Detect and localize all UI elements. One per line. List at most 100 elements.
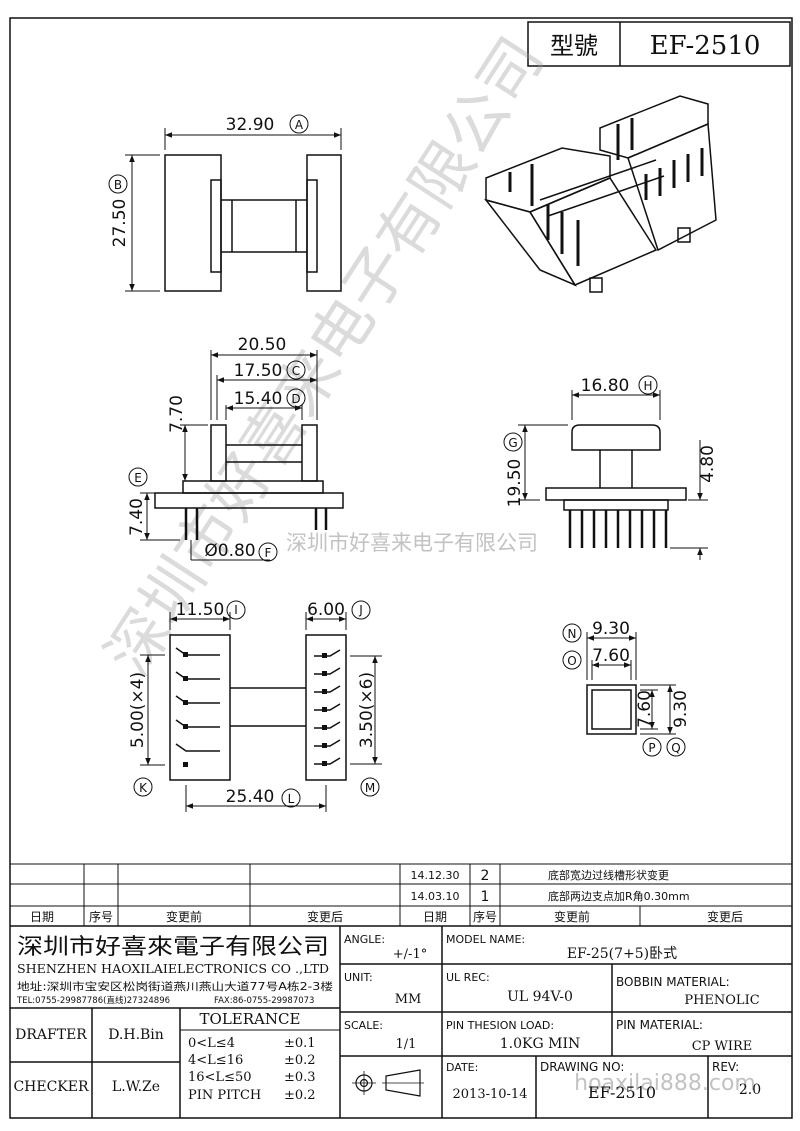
dim-side-pin: 4.80 — [698, 445, 718, 483]
tag-l: L — [288, 792, 295, 806]
unit-label: UNIT: — [344, 971, 373, 984]
revision-header-no-right: 序号 — [473, 909, 497, 924]
pin-material-value: CP WIRE — [692, 1039, 753, 1054]
dim-section-v-outer: 9.30 — [671, 690, 691, 728]
tag-a: A — [295, 118, 304, 132]
rev-value: 2.0 — [739, 1082, 761, 1098]
company-name-en: SHENZHEN HAOXILAIELECTRONICS CO .,LTD — [17, 961, 329, 976]
tag-b: B — [114, 178, 122, 192]
dim-section-outer: 9.30 — [592, 619, 630, 639]
company-fax: FAX:86-0755-29987073 — [214, 996, 314, 1006]
scale-value: 1/1 — [396, 1037, 417, 1052]
dim-bottom-span: 25.40 — [226, 787, 275, 807]
model-name-value: EF-25(7+5)卧式 — [567, 946, 677, 962]
dim-top-width: 32.90 — [226, 115, 275, 135]
revision-1-desc: 底部两边支点加R角0.30mm — [548, 889, 690, 903]
checker-value: L.W.Ze — [112, 1079, 160, 1095]
dim-front-17-50: 17.50 — [234, 361, 283, 381]
company-address: 地址:深圳市宝安区松岗街道燕川燕山大道77号A栋2-3楼 — [17, 980, 334, 993]
dim-section-v-inner: 7.60 — [635, 690, 655, 728]
sheet-frame — [9, 17, 793, 1119]
model-value: EF-2510 — [650, 31, 761, 61]
model-header: 型號 EF-2510 — [527, 21, 791, 67]
isometric-view — [484, 95, 717, 293]
drawing-no-label: DRAWING NO: — [540, 1060, 624, 1074]
angle-value: +/-1° — [393, 947, 427, 962]
pin-material-label: PIN MATERIAL: — [616, 1018, 703, 1032]
revision-header-after-right: 变更后 — [707, 909, 743, 924]
dim-bottom-pitch-right: 3.50(×6) — [357, 672, 377, 748]
revision-2-date: 14.12.30 — [411, 869, 460, 882]
dim-section-inner: 7.60 — [592, 646, 630, 666]
projection-symbol-icon — [352, 1069, 424, 1097]
tag-f: F — [265, 546, 272, 560]
tag-c: C — [292, 364, 300, 378]
company-tel: TEL:0755-29987786(直线)27324896 — [16, 995, 170, 1006]
revision-header-after-left: 变更后 — [307, 909, 343, 924]
pin-load-label: PIN THESION LOAD: — [446, 1019, 554, 1032]
dim-bottom-left: 11.50 — [176, 600, 225, 620]
drawing-no-value: EF-2510 — [588, 1083, 656, 1102]
tolerance-value-3: ±0.3 — [284, 1070, 316, 1085]
title-block — [10, 926, 792, 1118]
revision-header-before-right: 变更前 — [554, 909, 590, 924]
tag-n: N — [568, 627, 577, 641]
tolerance-value-4: ±0.2 — [284, 1088, 316, 1103]
watermark-center: 深圳市好喜来电子有限公司 — [286, 531, 538, 555]
top-view — [108, 114, 342, 292]
revision-2-no: 2 — [481, 868, 490, 884]
revision-1-no: 1 — [481, 889, 490, 905]
revision-header-before-left: 变更前 — [166, 909, 202, 924]
angle-label: ANGLE: — [344, 933, 385, 946]
dim-front-7-70: 7.70 — [167, 395, 187, 433]
section-view — [562, 623, 686, 757]
revision-header-date-right: 日期 — [423, 910, 447, 924]
tag-j: J — [358, 603, 363, 617]
tolerance-range-2: 4<L≤16 — [188, 1053, 243, 1068]
tag-m: M — [365, 781, 375, 795]
model-label: 型號 — [550, 32, 598, 60]
model-name-label: MODEL NAME: — [446, 933, 525, 946]
drafter-label: DRAFTER — [15, 1027, 87, 1043]
front-view — [128, 350, 344, 562]
tag-d: D — [291, 392, 300, 406]
dim-front-20-50: 20.50 — [238, 335, 287, 355]
pin-load-value: 1.0KG MIN — [500, 1036, 580, 1052]
tag-i: I — [234, 603, 238, 617]
revision-table — [10, 863, 792, 927]
tolerance-value-1: ±0.1 — [284, 1036, 316, 1051]
tolerance-range-4: PIN PITCH — [188, 1088, 261, 1103]
watermark-diagonal: 深圳市好喜来电子有限公司 — [91, 24, 557, 688]
revision-1-date: 14.03.10 — [411, 890, 460, 903]
dim-front-7-40: 7.40 — [127, 498, 147, 536]
dim-bottom-pitch-left: 5.00(×4) — [128, 672, 148, 748]
bobbin-label: BOBBIN MATERIAL: — [616, 975, 730, 989]
dim-side-width: 16.80 — [581, 376, 630, 396]
revision-header-date-left: 日期 — [30, 910, 54, 924]
tolerance-label: TOLERANCE — [200, 1010, 301, 1028]
rev-label: REV: — [712, 1060, 739, 1074]
tag-o: O — [567, 654, 576, 668]
company-name-cn: 深圳市好喜來電子有限公司 — [17, 935, 329, 960]
revision-2-desc: 底部宽边过线槽形状变更 — [548, 868, 669, 882]
tag-p: P — [648, 741, 655, 755]
ul-label: UL REC: — [446, 971, 490, 984]
tolerance-range-1: 0<L≤4 — [188, 1036, 235, 1051]
dim-front-pin-dia: Ø0.80 — [204, 541, 255, 561]
tag-e: E — [134, 471, 142, 485]
tag-q: Q — [671, 741, 680, 755]
checker-label: CHECKER — [13, 1079, 89, 1095]
tag-k: K — [139, 781, 148, 795]
bottom-view — [133, 600, 382, 812]
dim-bottom-right: 6.00 — [307, 600, 345, 620]
date-value: 2013-10-14 — [453, 1087, 528, 1102]
dim-top-height: 27.50 — [110, 199, 130, 248]
ul-value: UL 94V-0 — [507, 989, 573, 1005]
tag-g: G — [508, 436, 517, 450]
bobbin-value: PHENOLIC — [684, 993, 759, 1008]
tolerance-value-2: ±0.2 — [284, 1053, 316, 1068]
dim-front-15-40: 15.40 — [234, 389, 283, 409]
side-view — [503, 375, 708, 560]
dim-side-height: 19.50 — [505, 459, 525, 508]
